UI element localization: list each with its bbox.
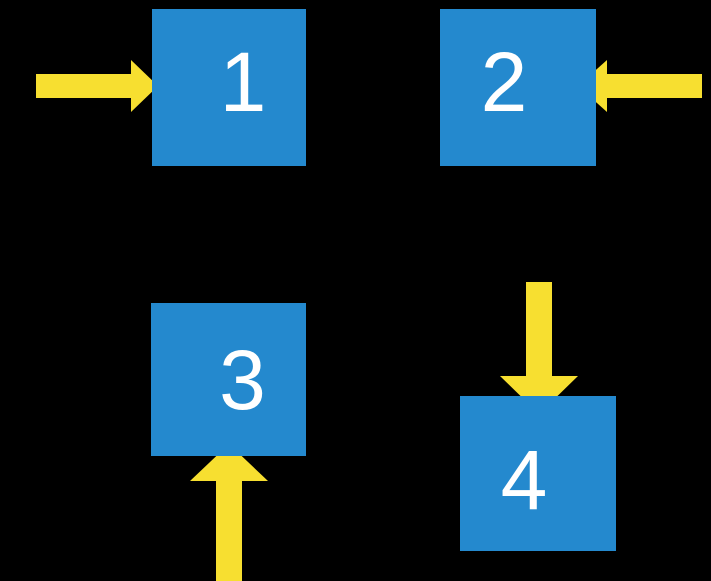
node-block-3[interactable]: 3 <box>151 303 306 456</box>
arrow-left-into-node-2 <box>578 60 702 112</box>
node-label-3: 3 <box>219 332 266 427</box>
node-block-1[interactable]: 1 <box>152 9 306 166</box>
arrow-up-into-node-3 <box>190 444 268 581</box>
node-label-4: 4 <box>500 432 548 527</box>
arrow-down-into-node-4 <box>500 282 578 414</box>
node-label-2: 2 <box>480 34 528 129</box>
node-block-2[interactable]: 2 <box>440 9 596 166</box>
arrow-right-into-node-1 <box>36 60 158 112</box>
node-block-4[interactable]: 4 <box>460 396 616 551</box>
node-label-1: 1 <box>219 34 267 129</box>
